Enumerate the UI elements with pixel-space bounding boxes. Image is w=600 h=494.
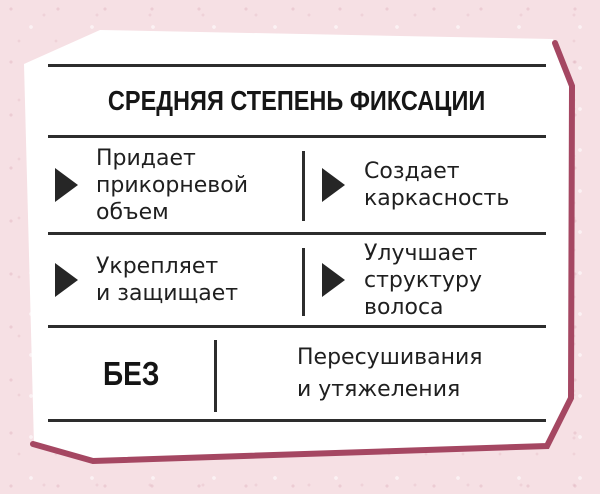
page-title: СРЕДНЯЯ СТЕПЕНЬ ФИКСАЦИИ <box>108 84 486 116</box>
without-description: Пересушивания и утяжеления <box>297 344 483 402</box>
title-row: СРЕДНЯЯ СТЕПЕНЬ ФИКСАЦИИ <box>48 66 546 135</box>
rule-between-rows <box>48 232 546 235</box>
row3-vertical-divider <box>214 340 217 412</box>
benefit-item-strengthen: Укрепляет и защищает <box>48 235 309 325</box>
without-header-cell: БЕЗ <box>48 328 214 419</box>
triangle-bullet-icon <box>322 263 345 297</box>
rule-top <box>48 64 546 67</box>
benefit-item-framework: Создает каркасность <box>305 138 563 232</box>
rule-bottom <box>48 419 546 422</box>
benefit-label: Укрепляет и защищает <box>96 254 239 306</box>
row2-vertical-divider <box>302 248 305 316</box>
triangle-bullet-icon <box>55 168 78 202</box>
triangle-bullet-icon <box>55 263 78 297</box>
rule-above-without <box>48 325 546 328</box>
benefit-item-structure: Улучшает структуру волоса <box>305 235 563 325</box>
benefit-label: Создает каркасность <box>364 159 510 211</box>
benefit-item-root-volume: Придает прикорневой объем <box>48 138 309 232</box>
without-description-cell: Пересушивания и утяжеления <box>217 328 600 419</box>
benefit-label: Улучшает структуру волоса <box>364 240 483 320</box>
without-label: БЕЗ <box>102 354 160 392</box>
rule-below-title <box>48 135 546 138</box>
benefit-label: Придает прикорневой объем <box>96 145 249 225</box>
triangle-bullet-icon <box>322 168 345 202</box>
row1-vertical-divider <box>302 151 305 221</box>
paper-card-edge-accent <box>30 40 576 465</box>
